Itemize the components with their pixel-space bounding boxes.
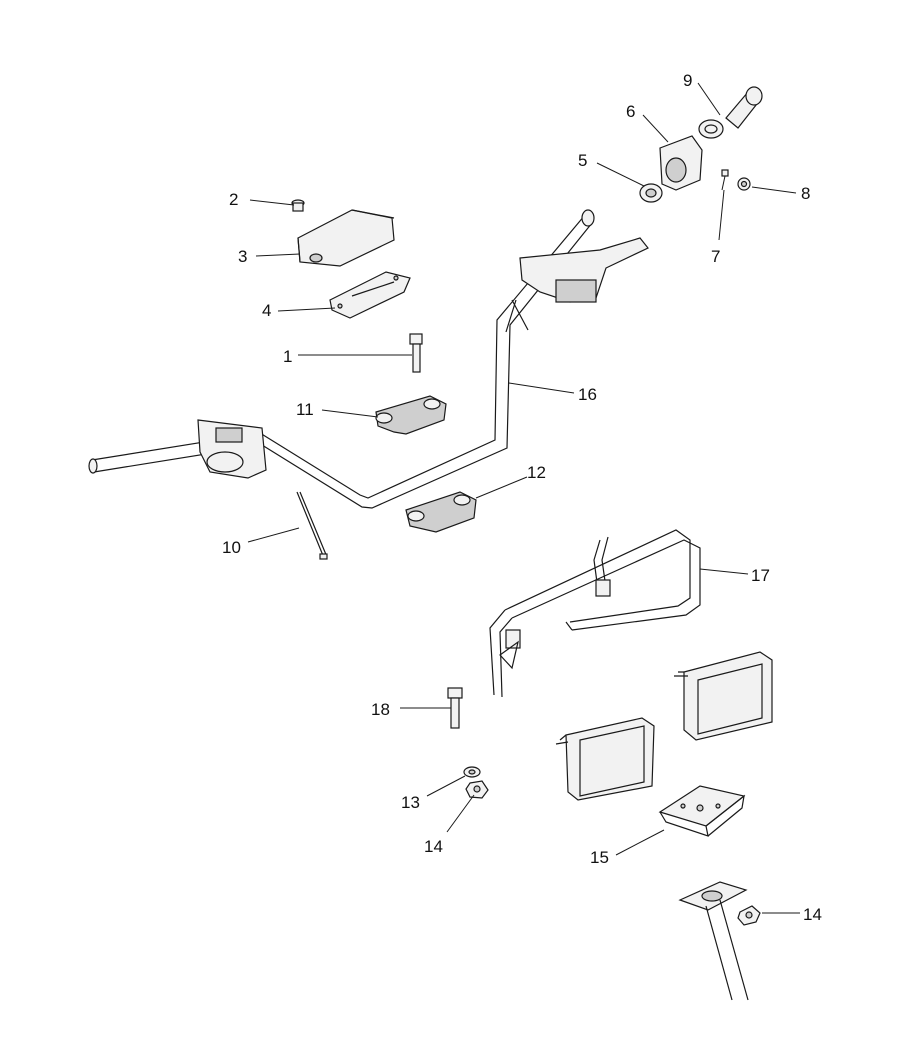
callout-14a: 14 bbox=[424, 837, 443, 856]
callout-8: 8 bbox=[801, 184, 810, 203]
callout-2: 2 bbox=[229, 190, 238, 209]
callout-3: 3 bbox=[238, 247, 247, 266]
callout-5: 5 bbox=[578, 151, 587, 170]
grip-part bbox=[698, 86, 763, 139]
callout-17: 17 bbox=[751, 566, 770, 585]
callout-7: 7 bbox=[711, 247, 720, 266]
nut-part-8 bbox=[737, 177, 751, 191]
stem-part bbox=[678, 881, 749, 1001]
washer-part-5 bbox=[639, 183, 663, 203]
screw-part-7 bbox=[721, 169, 729, 191]
callout-10: 10 bbox=[222, 538, 241, 557]
throttle-housing-part bbox=[659, 135, 703, 191]
callout-15: 15 bbox=[590, 848, 609, 867]
lower-clamp-part bbox=[405, 491, 477, 533]
callout-18: 18 bbox=[371, 700, 390, 719]
callout-11: 11 bbox=[296, 400, 314, 419]
top-cover-part bbox=[297, 209, 395, 267]
callout-labels: 1 2 3 4 5 6 7 8 9 10 11 12 13 14 14 15 1… bbox=[222, 71, 822, 924]
clamp-plate-part bbox=[329, 271, 411, 319]
lamp-right-part bbox=[674, 651, 773, 741]
bolt-part-1 bbox=[409, 333, 423, 373]
callout-13: 13 bbox=[401, 793, 420, 812]
callout-12: 12 bbox=[527, 463, 546, 482]
nut-part-14b bbox=[737, 905, 761, 926]
bolt-part-2 bbox=[291, 199, 305, 212]
leader-lines bbox=[247, 82, 800, 914]
nut-part-14a bbox=[465, 780, 489, 799]
mounting-plate-part bbox=[658, 785, 746, 837]
callout-6: 6 bbox=[626, 102, 635, 121]
callout-16: 16 bbox=[578, 385, 597, 404]
callout-9: 9 bbox=[683, 71, 692, 90]
handlebar-part bbox=[88, 209, 649, 509]
callout-4: 4 bbox=[262, 301, 271, 320]
callout-1: 1 bbox=[283, 347, 292, 366]
upper-clamp-part bbox=[375, 395, 447, 435]
frame-bracket-part bbox=[489, 529, 701, 698]
lamp-left-part bbox=[555, 717, 655, 801]
cable-tie-part bbox=[296, 491, 328, 560]
callout-14b: 14 bbox=[803, 905, 822, 924]
bolt-part-18 bbox=[447, 687, 463, 729]
washer-part-13 bbox=[463, 766, 481, 778]
